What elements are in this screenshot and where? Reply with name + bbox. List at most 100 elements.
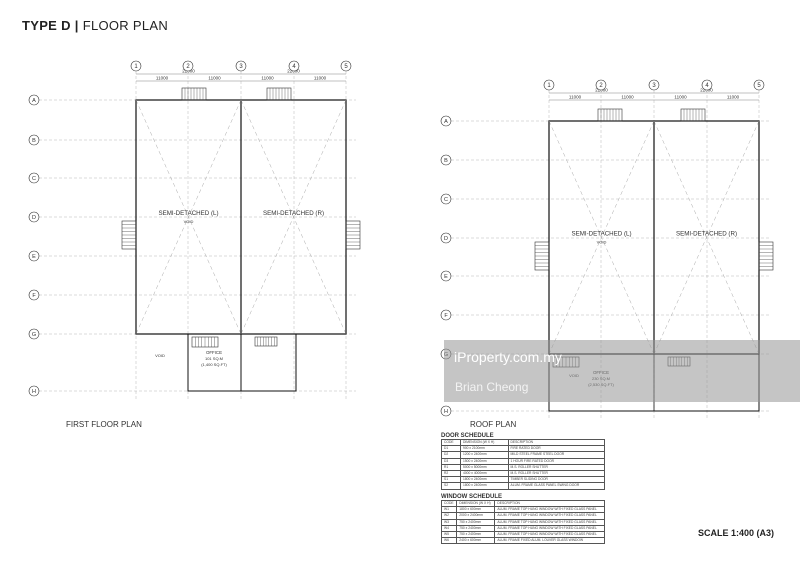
title-floor-plan: FLOOR PLAN — [82, 18, 169, 33]
dimension-label: 11000 — [727, 95, 740, 100]
void-diagonal — [135, 99, 242, 335]
grid-label-column: 4 — [292, 64, 296, 70]
grid-bubble-column — [130, 60, 142, 72]
stair-top-left — [597, 108, 623, 122]
first-floor-plan: 22000220001100011000110001100012345ABCDE… — [28, 60, 361, 399]
grid-label-row: F — [444, 313, 448, 319]
grid-bubble-row — [440, 232, 452, 244]
stair-top-left — [181, 87, 207, 101]
unit-label-right: SEMI-DETACHED (R) — [676, 231, 737, 238]
window-schedule-cell: DIMENSION (W X H) — [456, 499, 496, 508]
grid-label-column: 3 — [239, 64, 243, 70]
grid-bubble-row — [440, 405, 452, 417]
title-type: TYPE D — [22, 18, 71, 33]
grid-bubble-column — [235, 60, 247, 72]
grid-label-column: 5 — [757, 83, 761, 89]
grid-bubble-column — [753, 79, 765, 91]
void-diagonal — [548, 120, 655, 355]
grid-label-column: 3 — [652, 83, 656, 89]
grid-label-row: D — [444, 236, 448, 242]
dimension-label: 11000 — [621, 95, 634, 100]
door-schedule-title: DOOR SCHEDULE — [441, 433, 494, 439]
door-schedule-cell: S2 — [441, 482, 461, 490]
grid-bubble-row — [440, 309, 452, 321]
roof-plan-caption: ROOF PLAN — [470, 420, 517, 429]
grid-bubble-column — [543, 79, 555, 91]
stair-left — [121, 220, 137, 250]
door-schedule-cell: 1800 x 2400mm — [460, 482, 509, 490]
grid-bubble-row — [28, 211, 40, 223]
stair-top-right — [680, 108, 706, 122]
grid-bubble-row — [440, 270, 452, 282]
roof-plan: 22000220001100011000110001100012345ABCDE… — [440, 79, 774, 419]
stair-top-right — [266, 87, 292, 101]
dimension-label: 11000 — [208, 76, 221, 81]
grid-label-row: A — [444, 119, 448, 125]
grid-bubble-row — [28, 134, 40, 146]
grid-bubble-row — [440, 115, 452, 127]
unit-label-left: SEMI-DETACHED (L) — [158, 210, 218, 217]
watermark-band — [444, 340, 800, 402]
grid-bubble-column — [288, 60, 300, 72]
grid-bubble-column — [701, 79, 713, 91]
grid-label-row: G — [32, 332, 36, 338]
grid-label-row: D — [32, 215, 36, 221]
office-void-label: VOID — [155, 353, 165, 358]
dimension-label: 11000 — [674, 95, 687, 100]
window-schedule-cell: ALUM. FRAME TOP HUNG WINDOW WITH FIXED G… — [494, 518, 605, 526]
grid-bubble-row — [28, 328, 40, 340]
office-area: 101 SQ.M — [205, 356, 223, 361]
void-label: VOID — [184, 219, 194, 224]
grid-label-row: H — [32, 389, 36, 395]
grid-bubble-column — [340, 60, 352, 72]
window-schedule-cell: 2400 x 600mm — [456, 537, 496, 545]
grid-label-column: 1 — [134, 64, 138, 70]
stair-right — [758, 241, 774, 271]
grid-label-row: A — [32, 98, 36, 104]
door-schedule-cell: ALUM. FRAME GLASS PANEL SWING DOOR — [507, 482, 606, 490]
window-schedule-cell: ALUM. FRAME TOP HUNG WINDOW WITH FIXED G… — [494, 524, 605, 532]
dimension-label: 11000 — [156, 76, 169, 81]
void-diagonal — [240, 99, 347, 335]
void-label: VOID — [597, 240, 607, 245]
grid-bubble-row — [28, 94, 40, 106]
grid-label-row: C — [32, 176, 36, 182]
grid-label-column: 5 — [344, 64, 348, 70]
grid-label-row: B — [32, 138, 36, 144]
dimension-label: 11000 — [569, 95, 582, 100]
grid-bubble-column — [648, 79, 660, 91]
watermark-brand: iProperty.com.my — [454, 349, 562, 365]
title-separator: | — [74, 18, 79, 33]
window-schedule-cell: ALUM. FRAME TOP HUNG WINDOW WITH FIXED G… — [494, 530, 605, 539]
void-diagonal — [653, 120, 760, 355]
grid-label-row: B — [444, 158, 448, 164]
stair-right — [345, 220, 361, 250]
grid-label-row: H — [444, 409, 448, 415]
window-schedule-cell: ALUM. FRAME FIXED ALUM. LOUVER GLASS WIN… — [494, 537, 605, 545]
office-label: OFFICE — [206, 350, 222, 355]
grid-label-row: E — [32, 254, 36, 260]
grid-bubble-column — [182, 60, 194, 72]
grid-label-column: 1 — [547, 83, 551, 89]
window-schedule-cell: ALUM. FRAME TOP HUNG WINDOW WITH FIXED G… — [494, 506, 605, 514]
grid-label-column: 2 — [599, 83, 603, 89]
grid-bubble-row — [28, 289, 40, 301]
grid-label-column: 4 — [705, 83, 709, 89]
unit-label-right: SEMI-DETACHED (R) — [263, 210, 324, 217]
unit-label-left: SEMI-DETACHED (L) — [571, 231, 631, 238]
drawing-scale: SCALE 1:400 (A3) — [697, 528, 774, 538]
grid-bubble-row — [440, 154, 452, 166]
grid-bubble-row — [28, 250, 40, 262]
window-schedule-title: WINDOW SCHEDULE — [441, 494, 502, 500]
first-floor-plan-caption: FIRST FLOOR PLAN — [66, 420, 142, 429]
